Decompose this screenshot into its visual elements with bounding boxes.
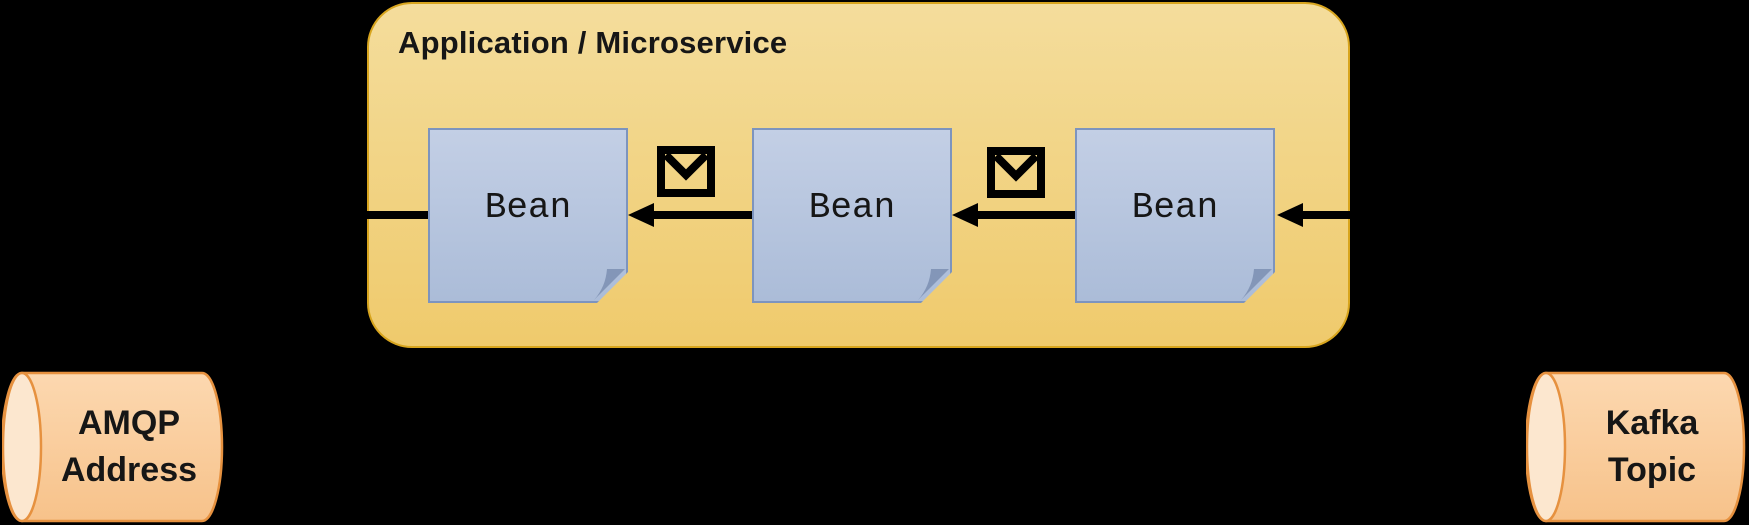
amqp-label-line1: AMQP [78,404,180,442]
kafka-label-line2: Topic [1607,451,1697,489]
application-title: Application / Microservice [398,25,788,60]
bean-label: Bean [808,187,896,228]
cylinder-shape [2,371,224,523]
folded-corner-icon [917,268,950,301]
bean-label: Bean [1131,187,1219,228]
amqp-address-label: AMQP Address [38,371,220,523]
cylinder-shape [1526,371,1746,523]
bean-label: Bean [484,187,572,228]
message-envelope-icon [987,147,1045,198]
bean-box-1: Bean [428,128,628,303]
message-envelope-icon [657,146,715,197]
bean-box-2: Bean [752,128,952,303]
amqp-address-queue: AMQP Address [2,371,224,523]
kafka-label-line1: Kafka [1605,404,1699,442]
kafka-topic-queue: Kafka Topic [1526,371,1746,523]
kafka-topic-label: Kafka Topic [1562,371,1742,523]
bean-box-3: Bean [1075,128,1275,303]
amqp-label-line2: Address [60,451,198,489]
folded-corner-icon [1240,268,1273,301]
folded-corner-icon [593,268,626,301]
